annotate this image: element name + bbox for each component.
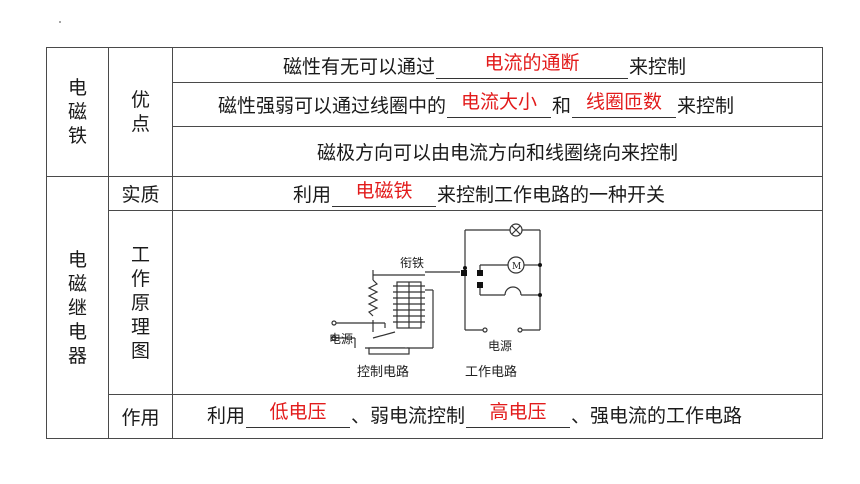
row-magnetism-on-off: 磁性有无可以通过 电流的通断 来控制 — [283, 52, 686, 79]
motor — [507, 256, 525, 274]
row-magnetic-pole: 磁极方向可以由电流方向和线圈绕向来控制 — [316, 142, 678, 164]
motor-label: M — [512, 262, 521, 272]
column-divider — [108, 47, 109, 439]
corner-mark — [59, 21, 61, 23]
blank-field: 低电压 — [246, 401, 351, 428]
blank-field: 电流的通断 — [436, 52, 629, 79]
spring — [367, 279, 379, 317]
row-divider — [108, 210, 823, 211]
table-left-border — [46, 47, 47, 439]
row-divider — [172, 82, 823, 83]
answer-text: 电磁铁 — [355, 180, 413, 202]
coil — [393, 285, 425, 323]
answer-text: 高电压 — [489, 401, 547, 423]
table-right-border — [822, 47, 823, 439]
row-magnetism-strength: 磁性强弱可以通过线圈中的 电流大小 和 线圈匝数 来控制 — [218, 91, 734, 118]
lamp — [509, 223, 523, 237]
table-bottom-border — [46, 438, 823, 439]
row-divider — [172, 126, 823, 127]
control-circuit-label: 控制电路 — [357, 364, 409, 380]
answer-text: 低电压 — [269, 401, 327, 423]
answer-text: 电流的通断 — [484, 52, 580, 74]
blank-field: 高电压 — [466, 401, 571, 428]
switch-lever — [372, 331, 396, 339]
answer-text: 线圈匝数 — [586, 91, 663, 113]
work-circuit-label: 工作电路 — [465, 364, 517, 380]
armature-label: 衔铁 — [400, 256, 424, 270]
control-power-label: 电源 — [329, 332, 353, 346]
bell — [504, 286, 522, 296]
relay-circuit-diagram: 衔铁 M 电源 电源 控制电路 工作电路 — [329, 223, 542, 380]
blank-field: 线圈匝数 — [572, 91, 677, 118]
section-label-relay: 电 磁 继 电 器 — [67, 248, 87, 367]
row-function: 利用 低电压 、弱电流控制 高电压 、强电流的工作电路 — [207, 401, 742, 428]
label-function: 作用 — [121, 407, 160, 429]
column-divider — [172, 47, 173, 439]
blank-field: 电磁铁 — [332, 180, 437, 207]
answer-text: 电流大小 — [461, 91, 538, 113]
blank-field: 电流大小 — [447, 91, 552, 118]
sub-label-advantages: 优 点 — [130, 89, 150, 135]
label-working-principle: 工 作 原 理 图 — [130, 243, 150, 362]
row-essence: 利用 电磁铁 来控制工作电路的一种开关 — [293, 180, 665, 207]
table-top-border — [46, 47, 823, 48]
section-label-electromagnet: 电 磁 铁 — [67, 77, 87, 147]
work-power-label: 电源 — [488, 339, 512, 353]
section-divider — [46, 176, 823, 177]
label-essence: 实质 — [121, 184, 160, 206]
row-divider — [108, 394, 823, 395]
